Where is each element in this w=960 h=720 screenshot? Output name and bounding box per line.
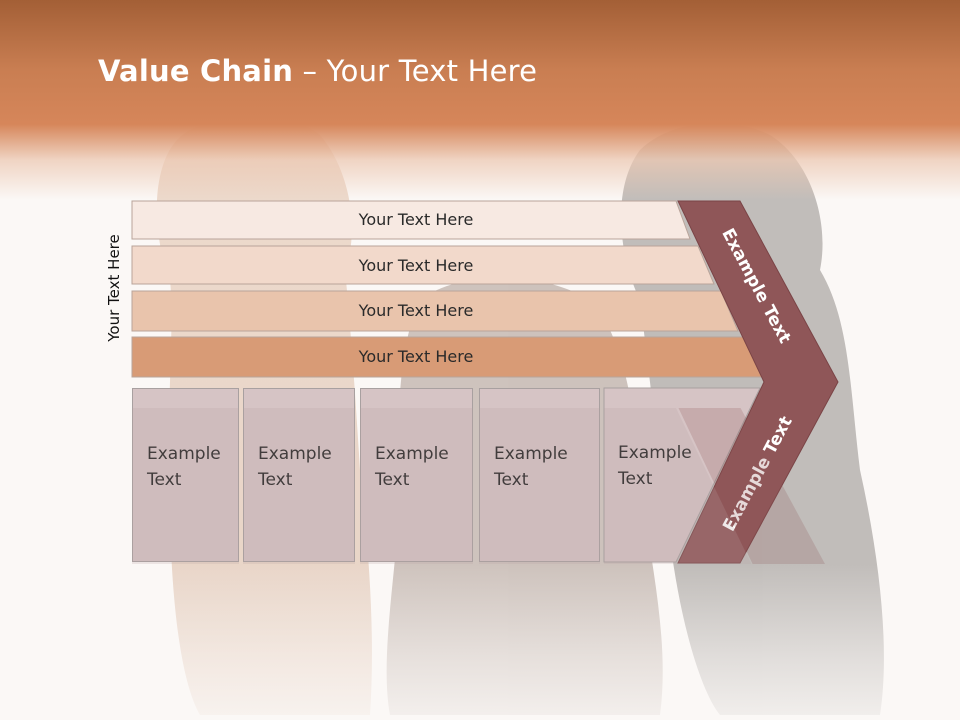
row-label-2: Your Text Here <box>358 256 474 275</box>
title-rest: – Your Text Here <box>293 54 538 88</box>
activity-box-label: Example Text <box>147 444 221 490</box>
row-label-1: Your Text Here <box>358 210 474 229</box>
activity-box-label: Example Text <box>375 444 449 490</box>
row-band-1[interactable] <box>131 200 691 240</box>
chevron-arrow[interactable] <box>677 200 839 564</box>
row-label-4: Your Text Here <box>358 347 474 366</box>
row-label-3: Your Text Here <box>358 301 474 320</box>
row-band-3[interactable] <box>131 290 739 332</box>
activity-box-label: Example Text <box>494 444 568 490</box>
row-band-2[interactable] <box>131 245 715 285</box>
activity-box-2[interactable]: Example Text <box>243 388 355 562</box>
activity-box-label: Example Text <box>258 444 332 490</box>
activity-box-label: Example Text <box>618 443 692 489</box>
activity-box-1[interactable]: Example Text <box>132 388 239 562</box>
page-title: Value Chain – Your Text Here <box>98 54 537 94</box>
activity-box-5[interactable]: Example Text <box>604 388 714 562</box>
activity-box-3[interactable]: Example Text <box>360 388 473 562</box>
title-bold: Value Chain <box>98 54 294 88</box>
activity-box-4[interactable]: Example Text <box>479 388 600 562</box>
header-band <box>0 0 960 200</box>
box-5-shape <box>603 387 761 563</box>
